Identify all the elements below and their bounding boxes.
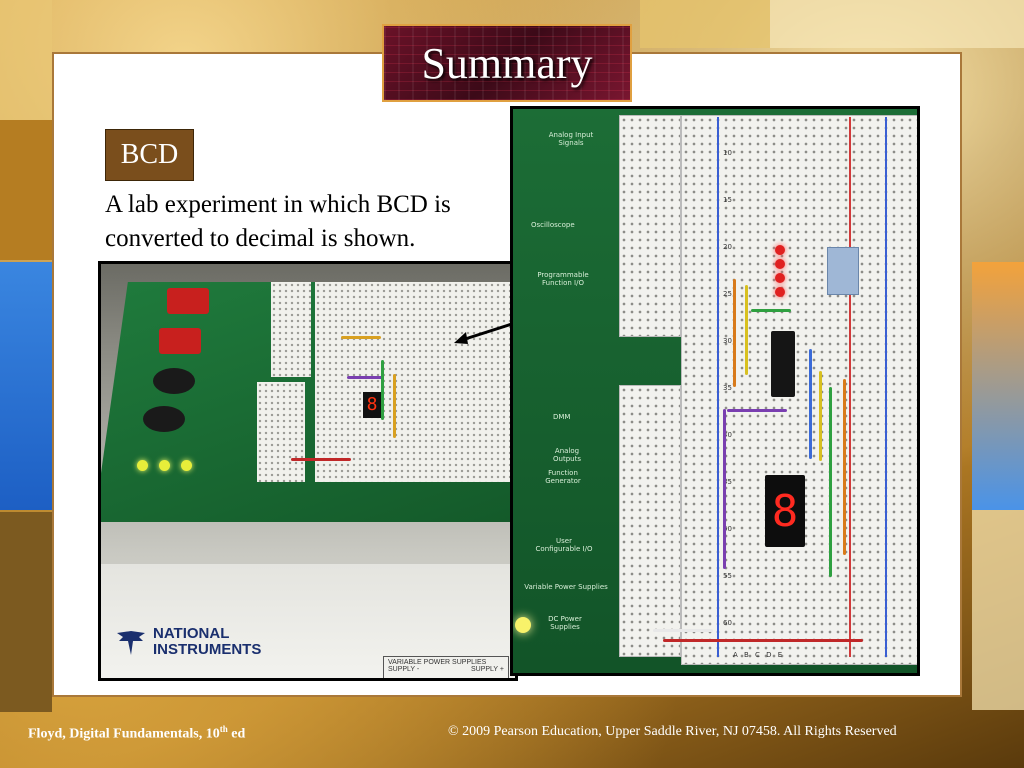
background-block [0, 512, 52, 712]
wire [393, 374, 396, 438]
side-label: Function Generator [545, 469, 581, 485]
red-led [775, 287, 785, 297]
side-label: User Configurable I/O [535, 537, 593, 553]
side-label: Variable Power Supplies [524, 583, 608, 591]
decoder-chip [771, 331, 795, 397]
wire [745, 285, 748, 375]
red-led [775, 273, 785, 283]
wire [809, 349, 812, 459]
breadboard-strip [257, 382, 305, 482]
side-label: Analog Input Signals [548, 131, 594, 147]
side-label: Programmable Function I/O [537, 271, 589, 287]
variable-power-supplies-panel: VARIABLE POWER SUPPLIES SUPPLY - SUPPLY … [383, 656, 509, 678]
side-label: DMM [553, 413, 571, 421]
lab-station-photo: 8 NATIONAL INSTRUMENTS VARIABLE POWER SU… [98, 261, 518, 681]
black-jack [143, 406, 185, 432]
footer-copyright: © 2009 Pearson Education, Upper Saddle R… [448, 724, 897, 739]
dip-switch [827, 247, 859, 295]
power-rail [717, 117, 719, 657]
wire [751, 309, 791, 312]
footer-book-title: Floyd, Digital Fundamentals, 10th ed [28, 724, 246, 742]
background-block [972, 510, 1024, 710]
breadboard [315, 282, 515, 482]
wire [381, 360, 384, 420]
background-block [0, 0, 52, 120]
breadboard-closeup-photo: Analog Input Signals Oscilloscope Progra… [510, 106, 920, 676]
wire [819, 371, 822, 461]
wire [727, 409, 787, 412]
supply-pos-label: SUPPLY + [470, 666, 504, 673]
seven-segment-display: 8 [363, 392, 381, 418]
wire [341, 336, 381, 339]
yellow-led [181, 460, 192, 471]
breadboard-strip [619, 115, 681, 337]
slide-caption: A lab experiment in which BCD is convert… [105, 191, 451, 252]
wire [733, 279, 736, 387]
side-label: DC Power Supplies [548, 615, 582, 631]
red-jack [159, 328, 201, 354]
slide-title: Summary [421, 38, 593, 88]
yellow-led [515, 617, 531, 633]
arrow-icon [454, 320, 519, 344]
power-rail [885, 117, 887, 657]
wire [723, 409, 726, 569]
eagle-icon [117, 631, 145, 655]
breadboard-strip [271, 282, 311, 377]
panel-label: VARIABLE POWER SUPPLIES [388, 659, 487, 666]
wire [829, 387, 832, 577]
column-letters: A B C D E [733, 651, 785, 659]
topic-label-box: BCD [105, 129, 194, 181]
topic-label: BCD [120, 139, 179, 170]
background-block-orange [972, 262, 1024, 510]
background-block [640, 0, 770, 48]
black-jack [153, 368, 195, 394]
wire [347, 376, 383, 379]
breadboard-strip [619, 385, 681, 657]
supply-neg-label: SUPPLY - [388, 666, 420, 673]
wire [663, 639, 863, 642]
wire [291, 458, 351, 461]
red-jack [167, 288, 209, 314]
title-banner: Summary [382, 24, 632, 102]
seven-segment-display: 8 [765, 475, 805, 547]
background-block [0, 120, 52, 260]
yellow-led [159, 460, 170, 471]
side-label: Analog Outputs [553, 447, 581, 463]
side-label-strip: Analog Input Signals Oscilloscope Progra… [513, 109, 623, 673]
red-led [775, 259, 785, 269]
breadboard [681, 115, 917, 665]
wire [653, 629, 713, 632]
power-rail [849, 117, 851, 657]
workstation-tray [101, 564, 515, 678]
ni-logo: NATIONAL INSTRUMENTS [115, 626, 273, 658]
wire [843, 379, 846, 555]
red-led [775, 245, 785, 255]
yellow-led [137, 460, 148, 471]
side-label: Oscilloscope [531, 221, 575, 229]
background-block-blue [0, 262, 52, 510]
ni-logo-text: NATIONAL INSTRUMENTS [153, 625, 262, 658]
background-block [770, 0, 1024, 48]
